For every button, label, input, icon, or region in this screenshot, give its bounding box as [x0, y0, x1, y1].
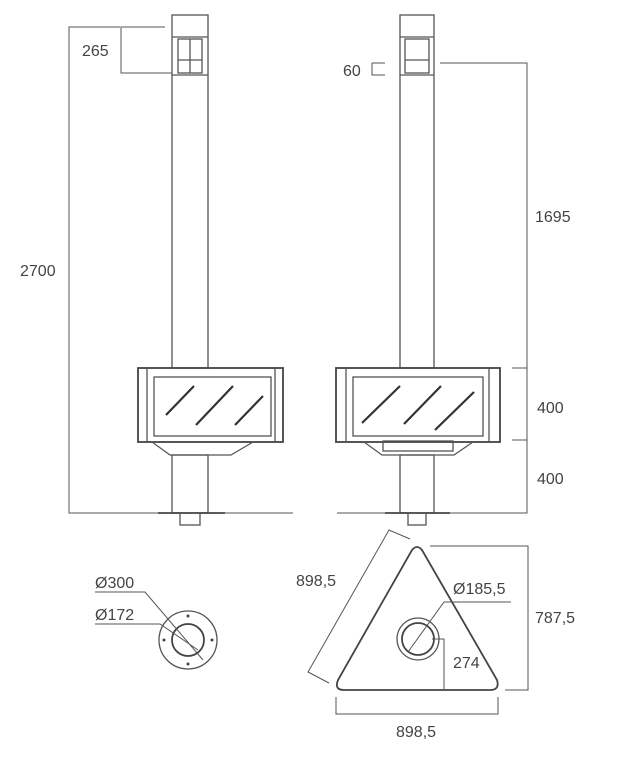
base-width-label: 898,5: [396, 724, 436, 741]
triangle-base: [335, 546, 499, 691]
firebox: [335, 367, 501, 443]
base-column: [171, 454, 209, 514]
inner-diameter-label: Ø172: [95, 607, 134, 624]
dim-collar-label: 265: [82, 43, 109, 60]
side-length-label: 898,5: [296, 573, 336, 590]
flue-collar: [404, 38, 430, 74]
dim-collar-label: 60: [343, 63, 361, 80]
depth-label: 787,5: [535, 610, 575, 627]
dim-firebox-label: 400: [537, 400, 564, 417]
dim-base-label: 400: [537, 471, 564, 488]
dim-total-height-label: 2700: [20, 263, 56, 280]
glass-door: [153, 376, 272, 437]
inner-circle: [171, 623, 205, 657]
floor-foot: [179, 512, 201, 526]
front-view: 265 2700: [20, 14, 293, 526]
outer-diameter-label: Ø300: [95, 575, 134, 592]
dim-flue-label: 1695: [535, 209, 571, 226]
side-view: 60 1695 400 400: [335, 14, 571, 526]
firebox: [137, 367, 284, 443]
flue-diameter-label: Ø185,5: [453, 581, 506, 598]
plan-view: Ø185,5 274 898,5 898,5 787,5: [296, 529, 575, 741]
base-column: [399, 454, 435, 514]
flue-offset-label: 274: [453, 655, 480, 672]
floor-foot: [407, 512, 427, 526]
glass-door: [352, 376, 484, 437]
flue-ring-inner: [401, 622, 435, 656]
flue-section: Ø300 Ø172: [95, 575, 218, 670]
ash-drawer: [382, 440, 454, 452]
outer-circle: [158, 610, 218, 670]
